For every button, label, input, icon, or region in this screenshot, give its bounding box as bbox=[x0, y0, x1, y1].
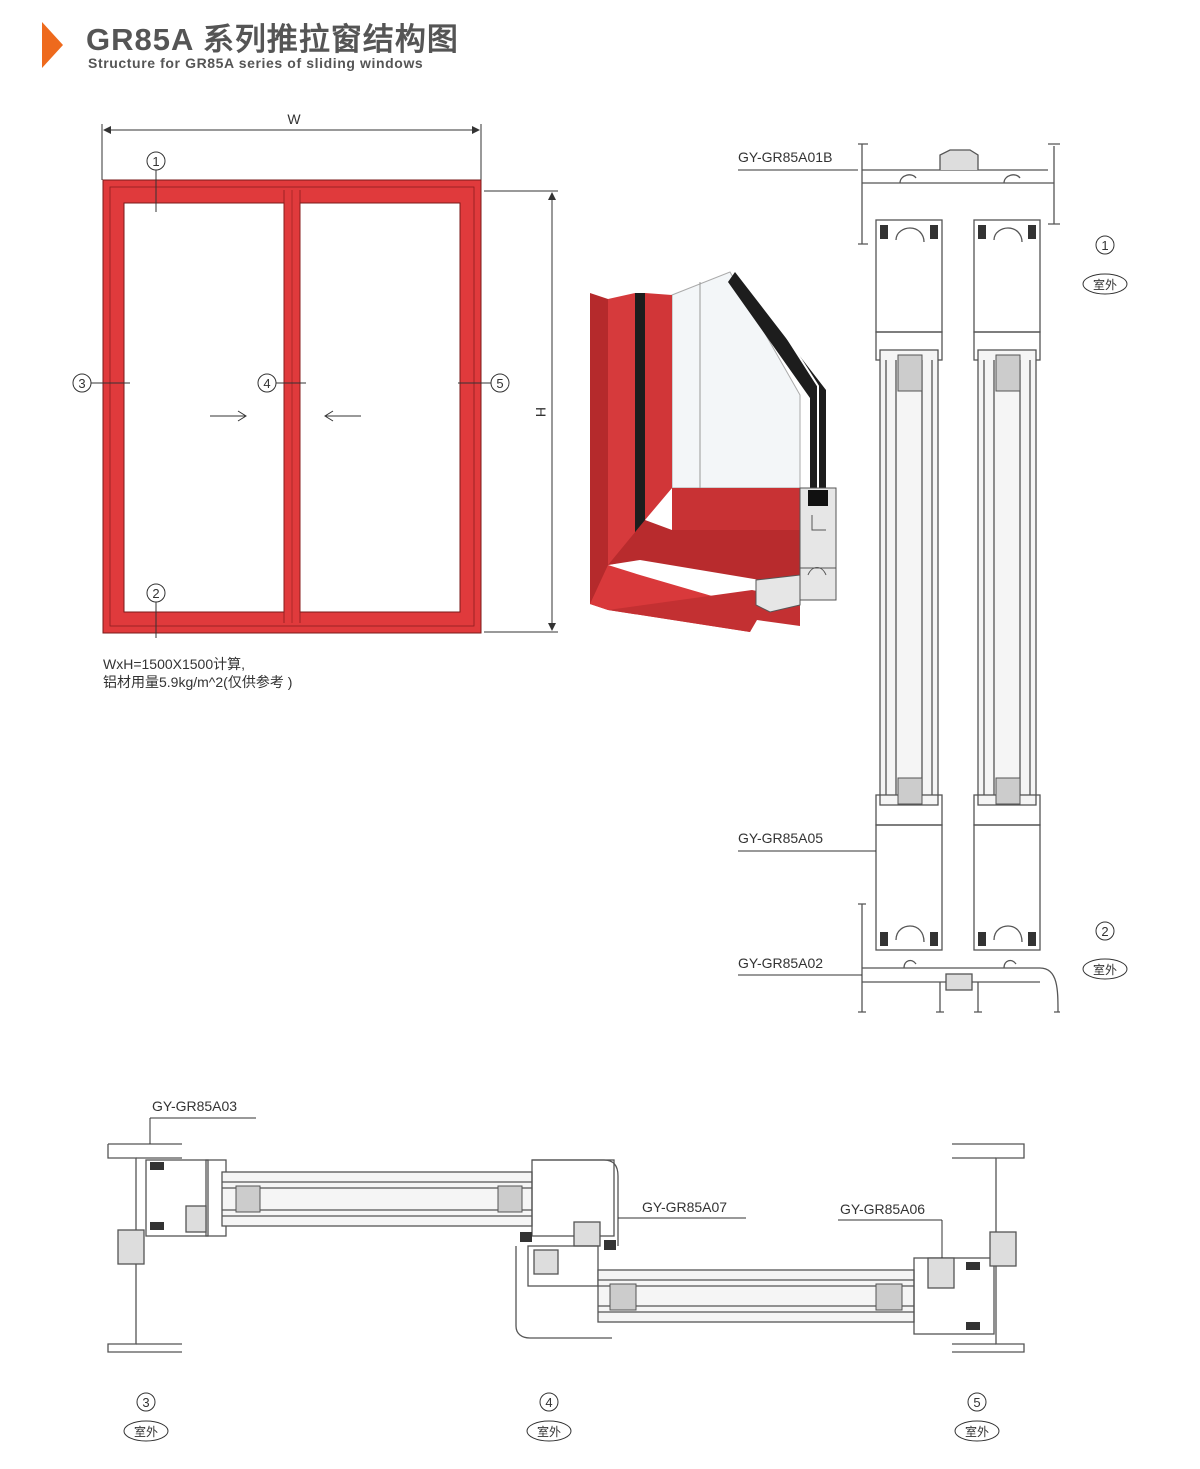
page-subtitle: Structure for GR85A series of sliding wi… bbox=[88, 55, 424, 71]
svg-text:GY-GR85A05: GY-GR85A05 bbox=[738, 830, 823, 846]
svg-text:1: 1 bbox=[152, 154, 159, 169]
header-arrow-icon bbox=[42, 22, 63, 68]
slide-left-arrow-icon bbox=[324, 410, 361, 422]
slide-right-arrow-icon bbox=[210, 410, 247, 422]
svg-text:室外: 室外 bbox=[965, 1424, 989, 1439]
horizontal-section bbox=[107, 1143, 1025, 1353]
marker-3: 3 bbox=[72, 373, 130, 393]
vertical-section bbox=[858, 143, 1060, 1013]
svg-text:2: 2 bbox=[1101, 924, 1108, 939]
material-note-line1: WxH=1500X1500计算, bbox=[103, 656, 246, 672]
label-gy-gr85a03: GY-GR85A03 bbox=[149, 1098, 256, 1144]
marker-1: 1 bbox=[146, 151, 166, 212]
hsection-marker-4: 4 室外 bbox=[526, 1392, 572, 1442]
svg-text:3: 3 bbox=[78, 376, 85, 391]
svg-text:室外: 室外 bbox=[134, 1424, 158, 1439]
svg-text:1: 1 bbox=[1101, 238, 1108, 253]
material-note-line2: 铝材用量5.9kg/m^2(仅供参考 ) bbox=[103, 674, 293, 690]
svg-text:5: 5 bbox=[973, 1395, 980, 1410]
svg-text:GY-GR85A01B: GY-GR85A01B bbox=[738, 149, 832, 165]
vsection-exterior-badge-bottom: 室外 bbox=[1082, 958, 1128, 980]
label-gy-gr85a07: GY-GR85A07 bbox=[618, 1199, 746, 1219]
svg-text:5: 5 bbox=[496, 376, 503, 391]
window-frame bbox=[102, 179, 482, 634]
label-gy-gr85a05: GY-GR85A05 bbox=[738, 830, 876, 852]
svg-text:GY-GR85A07: GY-GR85A07 bbox=[642, 1199, 727, 1215]
svg-text:4: 4 bbox=[545, 1395, 552, 1410]
width-label: W bbox=[287, 111, 301, 127]
profile-3d-illustration bbox=[590, 271, 837, 632]
vsection-marker-2: 2 bbox=[1095, 921, 1115, 941]
vsection-exterior-badge-top: 室外 bbox=[1082, 273, 1128, 295]
page-title: GR85A 系列推拉窗结构图 bbox=[86, 22, 459, 57]
svg-text:室外: 室外 bbox=[1093, 962, 1117, 977]
horizontal-section-spacers bbox=[150, 1162, 980, 1330]
marker-5: 5 bbox=[458, 373, 510, 393]
label-gy-gr85a01b: GY-GR85A01B bbox=[738, 149, 858, 171]
svg-text:4: 4 bbox=[263, 376, 270, 391]
svg-text:GY-GR85A03: GY-GR85A03 bbox=[152, 1098, 237, 1114]
hsection-marker-3: 3 室外 bbox=[123, 1392, 169, 1442]
vertical-section-spacers bbox=[880, 225, 1036, 946]
svg-text:室外: 室外 bbox=[537, 1424, 561, 1439]
svg-text:GY-GR85A02: GY-GR85A02 bbox=[738, 955, 823, 971]
svg-text:3: 3 bbox=[142, 1395, 149, 1410]
svg-text:2: 2 bbox=[152, 586, 159, 601]
height-dimension: H bbox=[484, 190, 558, 633]
marker-4: 4 bbox=[257, 373, 306, 393]
marker-2: 2 bbox=[146, 583, 166, 638]
hsection-marker-5: 5 室外 bbox=[954, 1392, 1000, 1442]
width-dimension: W bbox=[101, 111, 482, 180]
vsection-marker-1: 1 bbox=[1095, 235, 1115, 255]
label-gy-gr85a06: GY-GR85A06 bbox=[838, 1201, 943, 1258]
height-label: H bbox=[533, 407, 549, 417]
label-gy-gr85a02: GY-GR85A02 bbox=[738, 955, 862, 976]
svg-text:室外: 室外 bbox=[1093, 277, 1117, 292]
svg-text:GY-GR85A06: GY-GR85A06 bbox=[840, 1201, 925, 1217]
